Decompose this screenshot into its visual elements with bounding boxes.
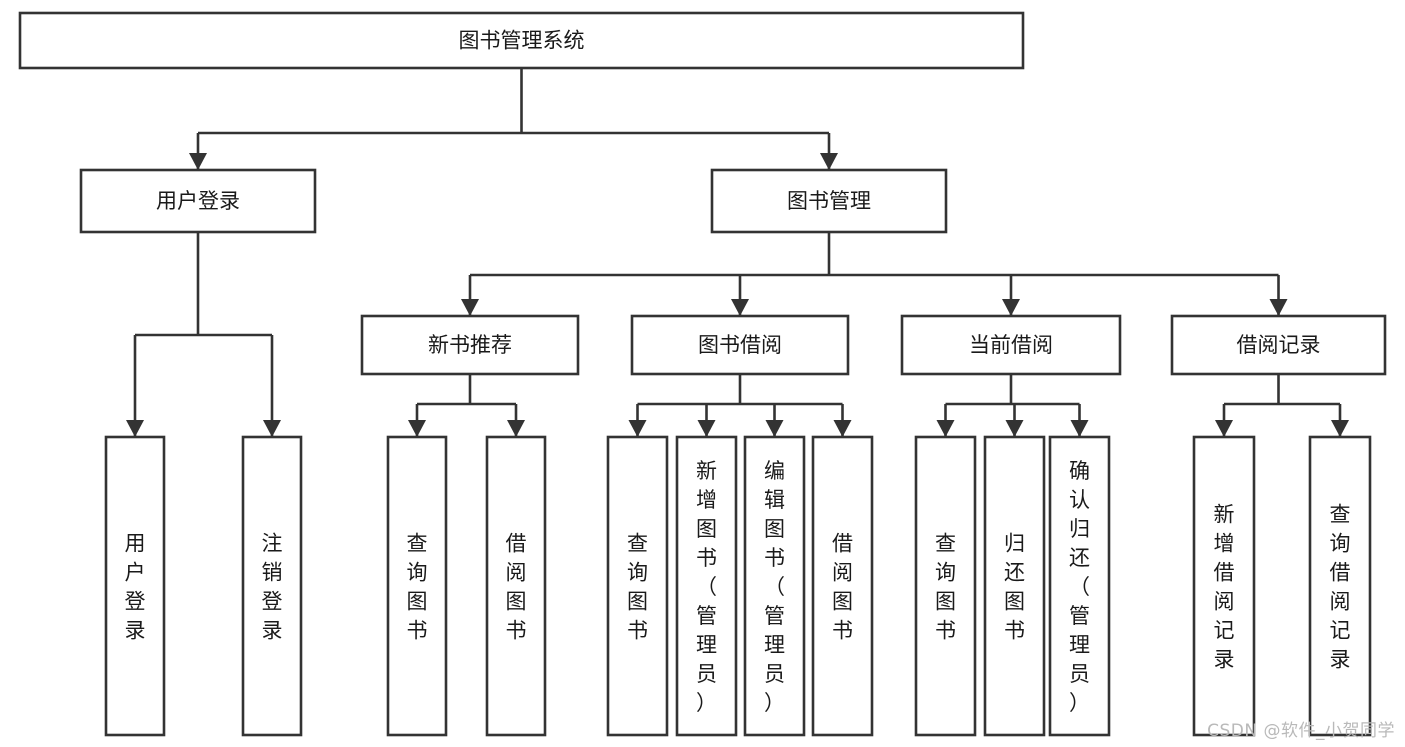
node-label-leaf-return-book: 归还图书	[1004, 532, 1025, 643]
node-label-user-login: 用户登录	[156, 189, 240, 213]
arrow-icon-new-book-rec	[461, 299, 479, 316]
node-box-borrow-record	[1170, 314, 1387, 376]
node-box-leaf-query-record	[1308, 435, 1372, 737]
arrow-icon-leaf-return-book	[1005, 420, 1024, 437]
node-label-leaf-logout: 注销登录	[262, 532, 283, 643]
arrow-icon-current-borrow	[1002, 299, 1020, 316]
node-leaf-user-login[interactable]: 用户登录	[104, 435, 166, 737]
node-label-leaf-query-record: 查询借阅记录	[1330, 503, 1351, 672]
node-box-book-borrow	[630, 314, 850, 376]
node-leaf-edit-book[interactable]: 编辑图书（管理员）	[743, 435, 806, 737]
node-leaf-borrow-book[interactable]: 借阅图书	[811, 435, 874, 737]
arrow-icon-leaf-user-login	[126, 420, 144, 437]
node-label-leaf-user-login: 用户登录	[125, 532, 146, 643]
node-leaf-add-record[interactable]: 新增借阅记录	[1192, 435, 1256, 737]
arrow-icon-book-manage	[820, 153, 838, 170]
node-leaf-add-book[interactable]: 新增图书（管理员）	[675, 435, 738, 737]
node-user-login[interactable]: 用户登录	[79, 168, 317, 234]
node-leaf-confirm-return[interactable]: 确认归还（管理员）	[1048, 435, 1111, 737]
node-label-leaf-add-book: 新增图书（管理员）	[696, 459, 717, 715]
arrow-icon-leaf-borrow-book	[833, 420, 852, 437]
node-root[interactable]: 图书管理系统	[18, 11, 1025, 70]
node-box-leaf-edit-book	[743, 435, 806, 737]
node-layer: 图书管理系统用户登录图书管理新书推荐图书借阅当前借阅借阅记录用户登录注销登录查询…	[18, 11, 1387, 737]
node-leaf-borrow-book-rec[interactable]: 借阅图书	[485, 435, 547, 737]
node-label-current-borrow: 当前借阅	[969, 333, 1053, 357]
node-label-leaf-borrow-book-rec: 借阅图书	[506, 532, 527, 643]
node-box-leaf-return-book	[983, 435, 1046, 737]
node-label-root: 图书管理系统	[459, 29, 585, 53]
arrow-icon-leaf-query-book-current	[936, 420, 955, 437]
node-box-root	[18, 11, 1025, 70]
node-current-borrow[interactable]: 当前借阅	[900, 314, 1122, 376]
node-box-new-book-rec	[360, 314, 580, 376]
arrow-icon-leaf-add-record	[1215, 420, 1233, 437]
node-label-leaf-query-book-current: 查询图书	[935, 532, 956, 643]
node-box-leaf-logout	[241, 435, 303, 737]
node-label-leaf-query-book-rec: 查询图书	[407, 532, 428, 643]
arrow-icon-user-login	[189, 153, 207, 170]
node-label-leaf-edit-book: 编辑图书（管理员）	[764, 459, 785, 715]
arrow-icon-leaf-query-record	[1331, 420, 1349, 437]
node-box-leaf-user-login	[104, 435, 166, 737]
node-leaf-return-book[interactable]: 归还图书	[983, 435, 1046, 737]
node-box-leaf-query-book-rec	[386, 435, 448, 737]
node-box-leaf-confirm-return	[1048, 435, 1111, 737]
node-leaf-query-book-rec[interactable]: 查询图书	[386, 435, 448, 737]
arrow-icon-borrow-record	[1269, 299, 1288, 316]
node-box-leaf-borrow-book-rec	[485, 435, 547, 737]
arrow-icon-book-borrow	[731, 299, 749, 316]
node-book-manage[interactable]: 图书管理	[710, 168, 948, 234]
node-box-leaf-add-book	[675, 435, 738, 737]
watermark-label: CSDN @软件_小贺同学	[1207, 721, 1395, 741]
node-book-borrow[interactable]: 图书借阅	[630, 314, 850, 376]
node-label-new-book-rec: 新书推荐	[428, 333, 512, 357]
node-box-user-login	[79, 168, 317, 234]
node-box-leaf-borrow-book	[811, 435, 874, 737]
arrow-icon-leaf-query-book-borrow	[628, 420, 647, 437]
node-box-leaf-query-book-borrow	[606, 435, 669, 737]
node-leaf-query-record[interactable]: 查询借阅记录	[1308, 435, 1372, 737]
node-box-leaf-add-record	[1192, 435, 1256, 737]
node-leaf-logout[interactable]: 注销登录	[241, 435, 303, 737]
arrow-icon-leaf-add-book	[697, 420, 716, 437]
node-box-current-borrow	[900, 314, 1122, 376]
node-box-leaf-query-book-current	[914, 435, 977, 737]
node-label-leaf-borrow-book: 借阅图书	[832, 532, 853, 643]
node-leaf-query-book-current[interactable]: 查询图书	[914, 435, 977, 737]
node-label-book-manage: 图书管理	[787, 189, 871, 213]
node-label-borrow-record: 借阅记录	[1237, 333, 1321, 357]
node-borrow-record[interactable]: 借阅记录	[1170, 314, 1387, 376]
arrow-icon-leaf-borrow-book-rec	[507, 420, 525, 437]
node-label-book-borrow: 图书借阅	[698, 333, 782, 357]
node-label-leaf-add-record: 新增借阅记录	[1214, 503, 1235, 672]
node-label-leaf-query-book-borrow: 查询图书	[627, 532, 648, 643]
arrow-icon-leaf-edit-book	[765, 420, 784, 437]
connector-layer	[126, 68, 1349, 437]
node-leaf-query-book-borrow[interactable]: 查询图书	[606, 435, 669, 737]
arrow-icon-leaf-logout	[263, 420, 281, 437]
arrow-icon-leaf-query-book-rec	[408, 420, 426, 437]
node-label-leaf-confirm-return: 确认归还（管理员）	[1069, 459, 1090, 715]
node-new-book-rec[interactable]: 新书推荐	[360, 314, 580, 376]
node-box-book-manage	[710, 168, 948, 234]
arrow-icon-leaf-confirm-return	[1070, 420, 1089, 437]
